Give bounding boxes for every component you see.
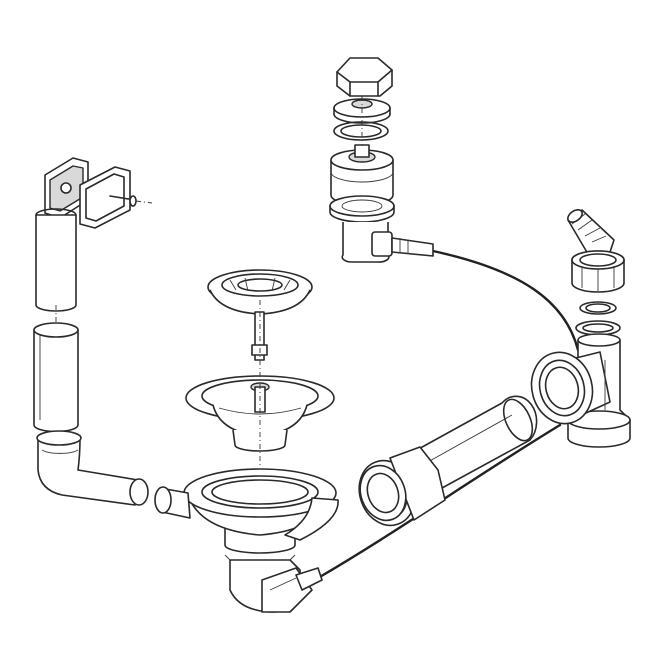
tee-seal bbox=[575, 301, 621, 336]
overflow-hose-lower bbox=[33, 322, 79, 433]
angled-hose-connector bbox=[567, 209, 615, 259]
pipe-seal-ring bbox=[358, 446, 446, 527]
bowden-cable bbox=[431, 249, 580, 352]
outlet-elbow bbox=[229, 497, 339, 613]
knob-mounting-nut bbox=[329, 195, 395, 223]
overflow-frame bbox=[44, 157, 153, 229]
basket-stem bbox=[251, 311, 268, 361]
overflow-hose-upper bbox=[35, 208, 77, 312]
knob-seal-ring bbox=[333, 121, 389, 141]
overflow-elbow-pipe bbox=[36, 430, 149, 506]
remote-control-knob bbox=[336, 57, 393, 97]
tee-nut bbox=[571, 250, 625, 293]
knob-valve-body bbox=[341, 222, 434, 263]
sink-outlet-bowl bbox=[154, 468, 337, 561]
strainer-basket bbox=[207, 269, 313, 315]
siphon-tee bbox=[530, 333, 631, 448]
